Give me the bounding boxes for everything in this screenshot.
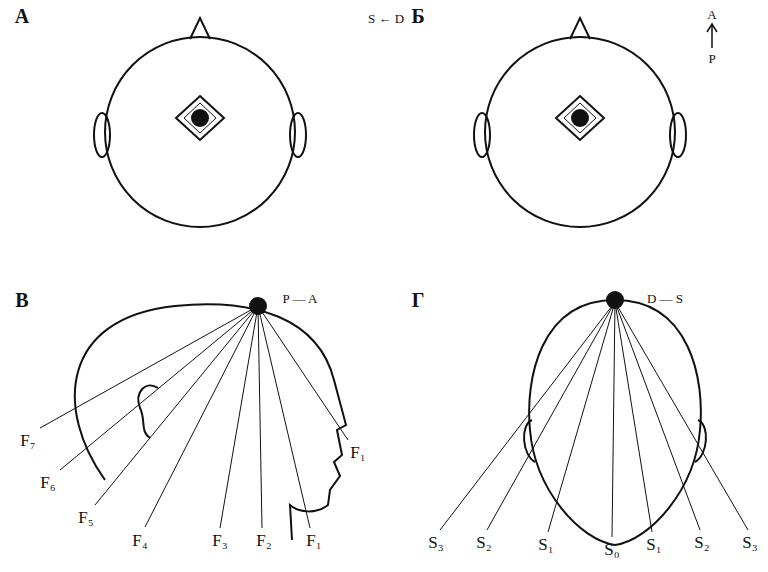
head-outline [529, 300, 701, 545]
electrode-dot [249, 297, 267, 315]
electrode-label: F₄ [132, 532, 147, 549]
ear [290, 113, 306, 157]
direction-label: D — S [647, 292, 683, 305]
ear [524, 420, 535, 462]
nose [570, 18, 590, 39]
marker-diamond [556, 96, 604, 140]
electrode-label: F₂ [256, 532, 271, 549]
marker-diamond [184, 103, 216, 133]
electrode-label: F₁ [306, 532, 321, 549]
head-outline [105, 37, 295, 227]
electrode-label: S₂ [694, 534, 709, 551]
ear [138, 385, 158, 438]
electrode-label: F₆ [40, 474, 55, 491]
electrode-dot [191, 109, 209, 127]
electrode-label: F₃ [212, 532, 227, 549]
panel-letter: В [15, 290, 28, 310]
direction-label: S ← D [368, 12, 404, 25]
panel-letter: Б [411, 6, 424, 26]
electrode-dot [606, 291, 624, 309]
electrode-label: S₁ [646, 536, 661, 553]
marker-diamond [176, 96, 224, 140]
ear [474, 113, 490, 157]
panel-letter: Г [412, 290, 425, 310]
panel-letter: А [15, 6, 29, 26]
marker-diamond [564, 103, 596, 133]
electrode-dot [571, 109, 589, 127]
nose [190, 18, 210, 39]
electrode-label: S₀ [604, 541, 619, 558]
direction-label: P [708, 52, 715, 65]
electrode-label: S₃ [742, 534, 757, 551]
electrode-label: S₃ [428, 534, 443, 551]
electrode-label: S₁ [538, 536, 553, 553]
direction-arrow [707, 24, 717, 48]
ear [670, 113, 686, 157]
head-outline [75, 304, 346, 540]
direction-label: P — A [283, 292, 318, 305]
head-outline [485, 37, 675, 227]
ear [94, 113, 110, 157]
direction-label: A [707, 8, 716, 21]
electrode-label: F₇ [20, 432, 35, 449]
electrode-label: F₁ [350, 444, 365, 461]
electrode-label: F₅ [78, 509, 93, 526]
electrode-label: S₂ [476, 534, 491, 551]
